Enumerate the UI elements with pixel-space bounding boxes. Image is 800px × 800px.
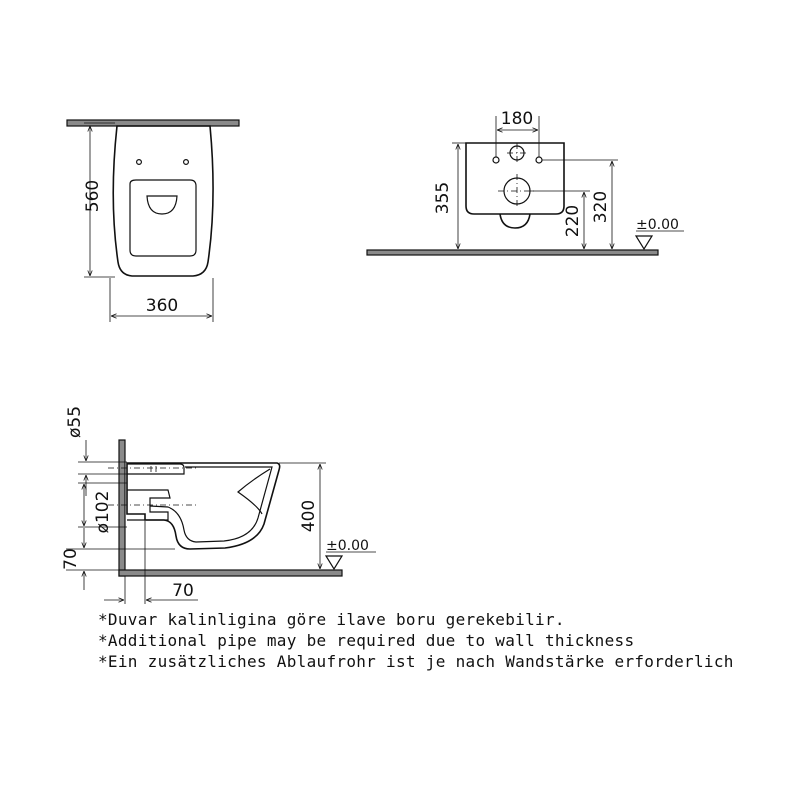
front-fixing-label: 180 xyxy=(501,109,533,129)
front-bolt-label: 320 xyxy=(591,191,611,223)
top-bowl-opening xyxy=(146,195,178,215)
side-view: ø55 ø102 70 70 400 ±0.00 xyxy=(61,406,376,604)
side-bowl-inner xyxy=(149,466,273,543)
top-fixing-hole-left xyxy=(136,159,143,166)
front-bowl-foot xyxy=(499,213,531,229)
side-outlet-height-label: 70 xyxy=(61,548,81,570)
side-wall xyxy=(118,439,126,577)
top-bowl-inner xyxy=(129,179,197,257)
front-height-label: 355 xyxy=(433,182,453,214)
side-inlet-pipe xyxy=(127,463,185,475)
front-bowl-outline xyxy=(465,142,565,215)
side-level-marker xyxy=(324,555,344,571)
front-fixing-hole-left xyxy=(492,156,500,164)
side-bowl-outline xyxy=(126,462,281,550)
top-depth-label: 560 xyxy=(83,180,103,212)
front-view: 180 355 220 320 ±0.00 xyxy=(366,109,684,256)
side-outlet-diameter-label: ø102 xyxy=(93,491,113,534)
front-level-marker xyxy=(634,235,654,251)
installation-notes: *Duvar kalinligina göre ilave boru gerek… xyxy=(98,609,734,672)
side-rim xyxy=(237,468,271,515)
front-level-label: ±0.00 xyxy=(636,217,679,233)
side-height-label: 400 xyxy=(299,500,319,532)
top-view: 560 360 xyxy=(66,119,240,322)
note-german: *Ein zusätzliches Ablaufrohr ist je nach… xyxy=(98,652,734,671)
top-fixing-hole-right xyxy=(183,159,190,166)
front-floor-line xyxy=(366,249,659,256)
side-inlet-diameter-label: ø55 xyxy=(65,406,85,438)
note-turkish: *Duvar kalinligina göre ilave boru gerek… xyxy=(98,610,565,629)
top-width-label: 360 xyxy=(146,296,178,316)
front-fixing-hole-right xyxy=(535,156,543,164)
side-floor xyxy=(118,569,343,577)
front-outlet-label: 220 xyxy=(563,205,583,237)
side-wall-offset-label: 70 xyxy=(172,581,194,601)
side-level-label: ±0.00 xyxy=(326,538,369,554)
note-english: *Additional pipe may be required due to … xyxy=(98,631,635,650)
top-bowl-outline xyxy=(112,125,214,277)
